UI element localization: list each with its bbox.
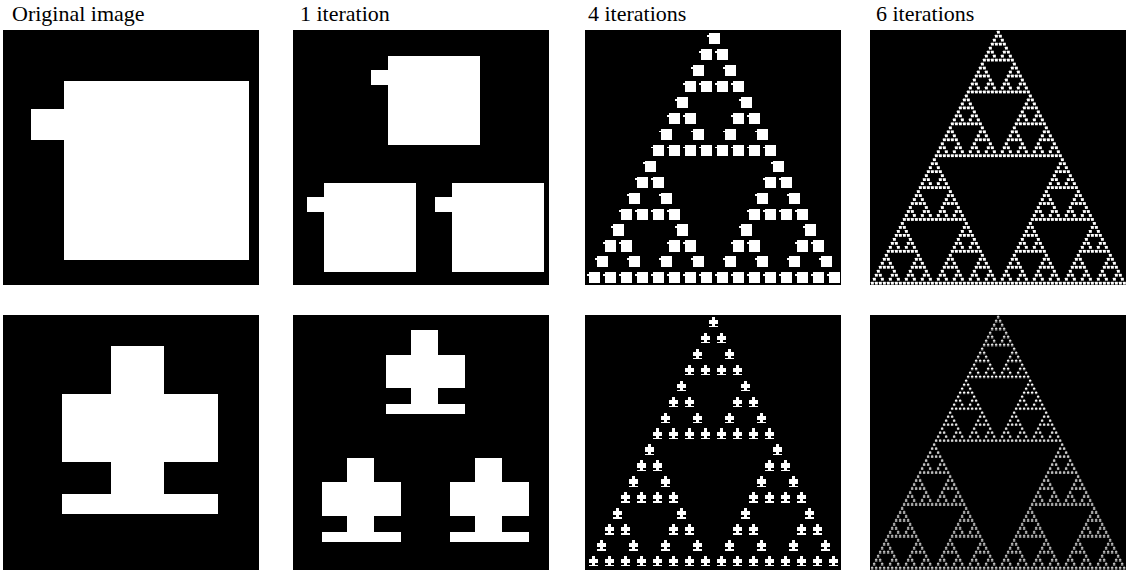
column-heading: Original image — [12, 1, 145, 27]
fractal-panel — [293, 30, 549, 285]
black-ground — [293, 30, 549, 285]
black-ground — [870, 315, 1126, 570]
black-ground — [293, 315, 549, 570]
white-shape — [62, 346, 218, 514]
black-ground — [3, 30, 259, 285]
column-heading: 1 iteration — [300, 1, 390, 27]
fractal-panel — [293, 315, 549, 570]
column-heading: 4 iterations — [588, 1, 686, 27]
white-shape — [31, 81, 249, 260]
white-shape — [587, 33, 841, 283]
fractal-panel — [585, 315, 841, 570]
white-shape — [589, 317, 839, 567]
white-shape — [307, 56, 544, 273]
black-ground — [3, 315, 259, 570]
black-ground — [870, 30, 1126, 285]
fractal-panel — [870, 315, 1126, 570]
white-shape — [870, 31, 1125, 285]
black-ground — [585, 315, 841, 570]
fractal-panel — [585, 30, 841, 285]
black-ground — [585, 30, 841, 285]
column-heading: 6 iterations — [876, 1, 974, 27]
fractal-panel — [870, 30, 1126, 285]
fractal-panel — [3, 315, 259, 570]
white-shape — [871, 315, 1125, 569]
white-shape — [322, 330, 528, 542]
fractal-panel — [3, 30, 259, 285]
